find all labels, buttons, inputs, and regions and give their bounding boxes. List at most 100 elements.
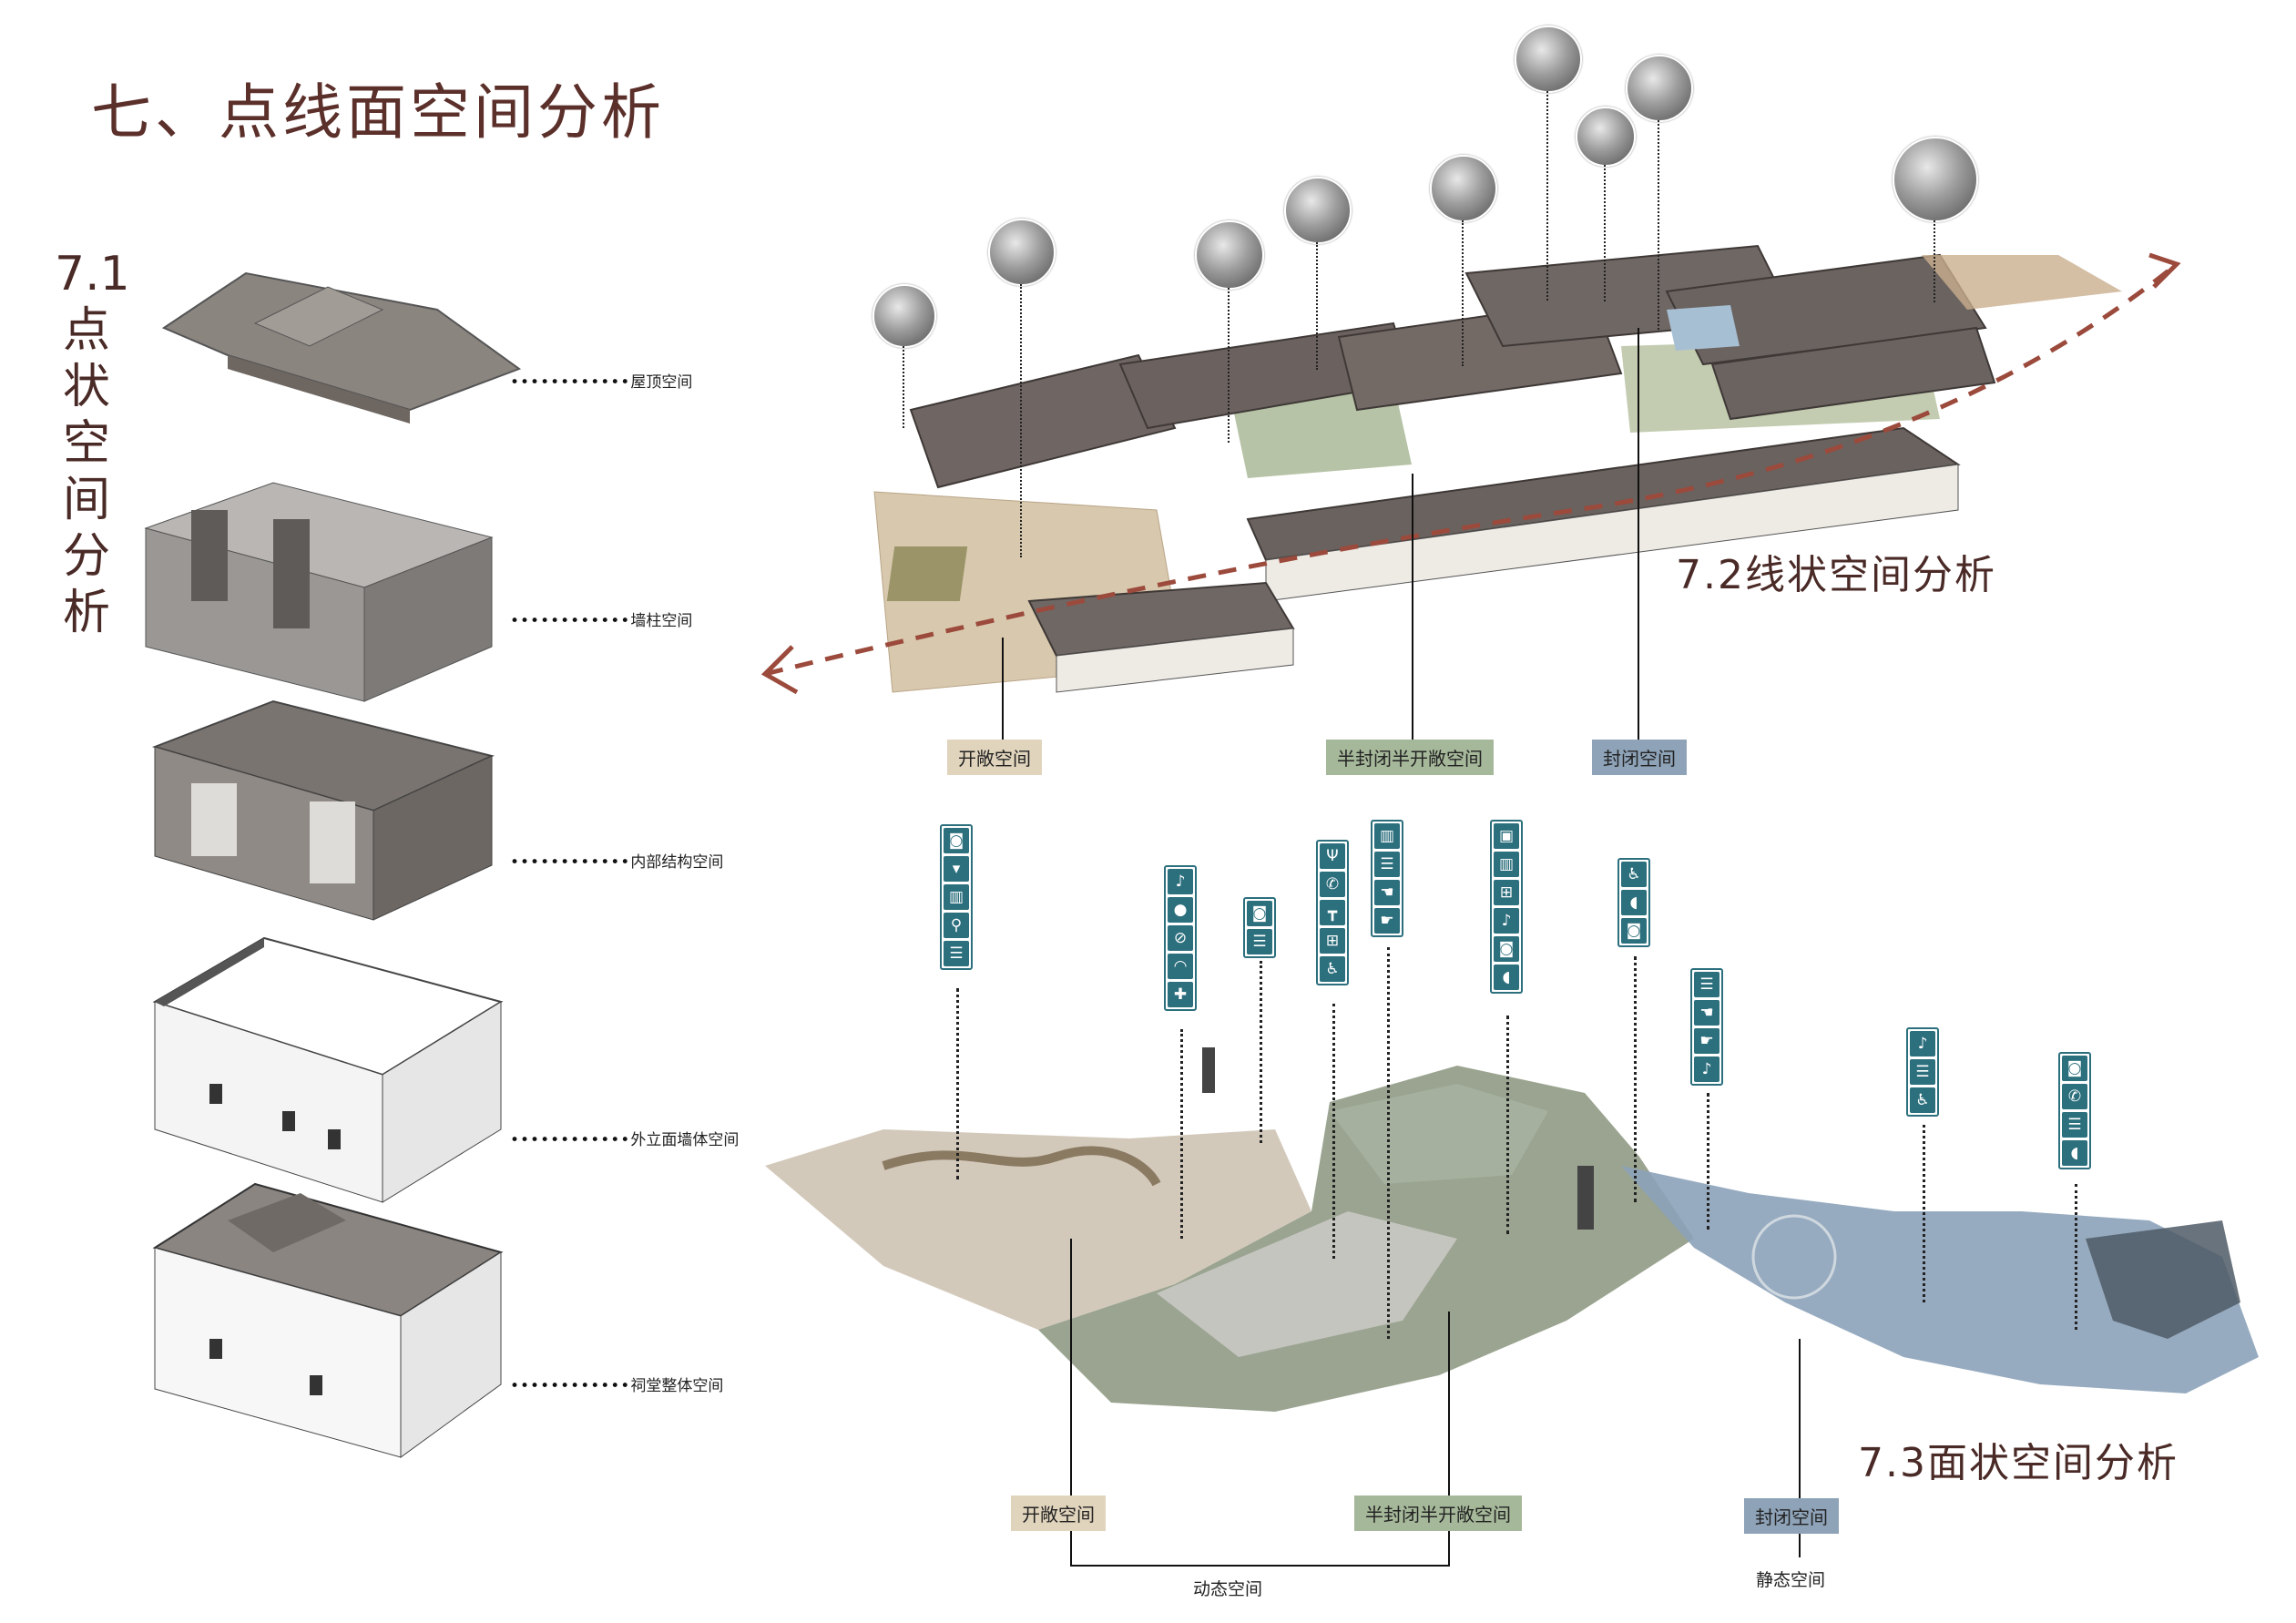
tag-semi-open-space: 半封闭半开敞空间	[1354, 1495, 1522, 1531]
layer-label-structure: ••••••••••••内部结构空间	[510, 853, 724, 872]
layer-label-facade: ••••••••••••外立面墙体空间	[510, 1131, 740, 1149]
icon-group-9: ♪ ☰ ♿	[1906, 1027, 1939, 1117]
camera-icon: ◙	[1247, 901, 1272, 926]
trash-icon: ▥	[1374, 823, 1400, 849]
section2-title: 7.2线状空间分析	[1676, 552, 1996, 598]
wheelchair-icon: ♿	[1621, 862, 1647, 887]
toilet-icon: ◖	[1494, 965, 1519, 990]
tag-open-space: 开敞空间	[947, 740, 1042, 775]
bench-icon: ☰	[1247, 929, 1272, 954]
photo-pin	[1934, 220, 1935, 302]
icon-pin	[1634, 956, 1637, 1202]
photo-pin	[1020, 284, 1022, 557]
icon-pin	[2075, 1184, 2077, 1330]
hand-icon: ☚	[1374, 880, 1400, 905]
icon-pin	[1707, 1093, 1709, 1230]
photo-bubble	[988, 219, 1056, 286]
toilet-icon: ◖	[1621, 890, 1647, 915]
hand-icon: ☚	[1694, 1000, 1719, 1026]
tag-closed-space: 封闭空间	[1744, 1498, 1839, 1534]
bench-icon: ☰	[1910, 1059, 1935, 1085]
photo-pin	[1462, 220, 1464, 366]
icon-group-7: ♿ ◖ ◙	[1617, 858, 1650, 947]
section3-title: 7.3面状空间分析	[1858, 1440, 2179, 1486]
massage-icon: ☛	[1374, 908, 1400, 934]
icon-group-3: ◙ ☰	[1243, 897, 1276, 958]
leader-line	[1638, 328, 1639, 740]
layer-label-column: ••••••••••••墙柱空间	[510, 612, 693, 630]
restaurant-icon: Ψ	[1320, 843, 1345, 869]
leader-line	[1412, 474, 1413, 740]
wheelchair-icon: ♿	[1910, 1087, 1935, 1113]
music-icon: ♪	[1910, 1031, 1935, 1056]
camera-icon: ◙	[1494, 936, 1519, 962]
music-icon: ♪	[1168, 869, 1193, 894]
static-space-label: 静态空间	[1756, 1570, 1826, 1590]
icon-group-1: ◙ ▾ ▥ ⚲ ☰	[940, 824, 973, 970]
camera-icon: ◙	[2062, 1056, 2087, 1081]
leader-line	[1002, 638, 1004, 740]
section1-title: 7.1点状空间分析	[55, 247, 130, 640]
icon-pin	[1923, 1125, 1925, 1302]
camera-icon: ◙	[1621, 918, 1647, 944]
trash-icon: ▥	[944, 884, 969, 910]
phone-icon: ✆	[1320, 872, 1345, 897]
cart-icon: ⊞	[1320, 928, 1345, 954]
tag-semi-open-space: 半封闭半开敞空间	[1326, 740, 1494, 775]
first-aid-icon: ✚	[1168, 982, 1193, 1007]
icon-pin	[1506, 1016, 1509, 1234]
phone-icon: ✆	[2062, 1084, 2087, 1109]
tag-closed-space: 封闭空间	[1592, 740, 1687, 775]
column-layer	[144, 482, 494, 702]
photo-bubble	[1626, 55, 1693, 122]
cart-icon: ⊞	[1494, 880, 1519, 905]
area-space-aerial-map	[765, 1047, 2259, 1412]
photo-bubble	[872, 284, 936, 348]
toilet-icon: ◖	[2062, 1140, 2087, 1166]
ice-cream-icon: ▾	[944, 856, 969, 882]
icon-pin	[1260, 961, 1262, 1143]
icon-group-10: ◙ ✆ ☰ ◖	[2058, 1052, 2091, 1169]
photo-bubble	[1195, 220, 1264, 290]
icon-group-5: ▥ ☰ ☚ ☛	[1371, 820, 1403, 937]
roof-layer	[161, 271, 522, 424]
dynamic-bracket	[1070, 1565, 1450, 1567]
photo-bubble	[1576, 107, 1636, 167]
music-icon: ♪	[1694, 1056, 1719, 1082]
photo-pin	[1658, 120, 1659, 330]
page-title: 七、点线面空间分析	[91, 77, 665, 148]
photo-pin	[1546, 91, 1548, 301]
music-icon: ♪	[1494, 908, 1519, 934]
bench-icon: ☰	[1694, 972, 1719, 997]
photo-bubble	[1515, 26, 1582, 93]
line-space-axonometric	[760, 244, 2181, 695]
camera-icon: ◙	[944, 828, 969, 853]
wheelchair-icon: ♿	[1320, 956, 1345, 982]
wifi-icon: ◠	[1168, 954, 1193, 979]
tag-open-space: 开敞空间	[1011, 1495, 1106, 1531]
leader-line	[1448, 1312, 1450, 1567]
icon-pin	[956, 988, 959, 1179]
bench-icon: ☰	[2062, 1112, 2087, 1138]
layer-label-roof: ••••••••••••屋顶空间	[510, 373, 693, 392]
photo-bubble	[1284, 177, 1352, 244]
dynamic-space-label: 动态空间	[1193, 1579, 1263, 1599]
structure-layer	[151, 699, 495, 921]
leader-line	[1799, 1339, 1801, 1557]
no-smoking-icon: ⊘	[1168, 925, 1193, 951]
photo-bubble	[1893, 137, 1978, 222]
faucet-icon: ┳	[1320, 900, 1345, 925]
bench-icon: ☰	[944, 941, 969, 966]
massage-icon: ☛	[1694, 1028, 1719, 1054]
icon-pin	[1332, 1004, 1335, 1259]
layer-label-whole: ••••••••••••祠堂整体空间	[510, 1377, 724, 1395]
fitness-icon: ⚲	[944, 913, 969, 938]
leader-line	[1070, 1239, 1072, 1567]
gift-icon: ▣	[1494, 823, 1519, 849]
layered-building-diagram	[144, 271, 522, 1458]
icon-group-4: Ψ ✆ ┳ ⊞ ♿	[1316, 840, 1349, 985]
photo-pin	[1604, 165, 1606, 301]
whole-hall-layer	[152, 1182, 504, 1458]
bench-icon: ☰	[1374, 852, 1400, 877]
photo-bubble	[1430, 155, 1497, 222]
